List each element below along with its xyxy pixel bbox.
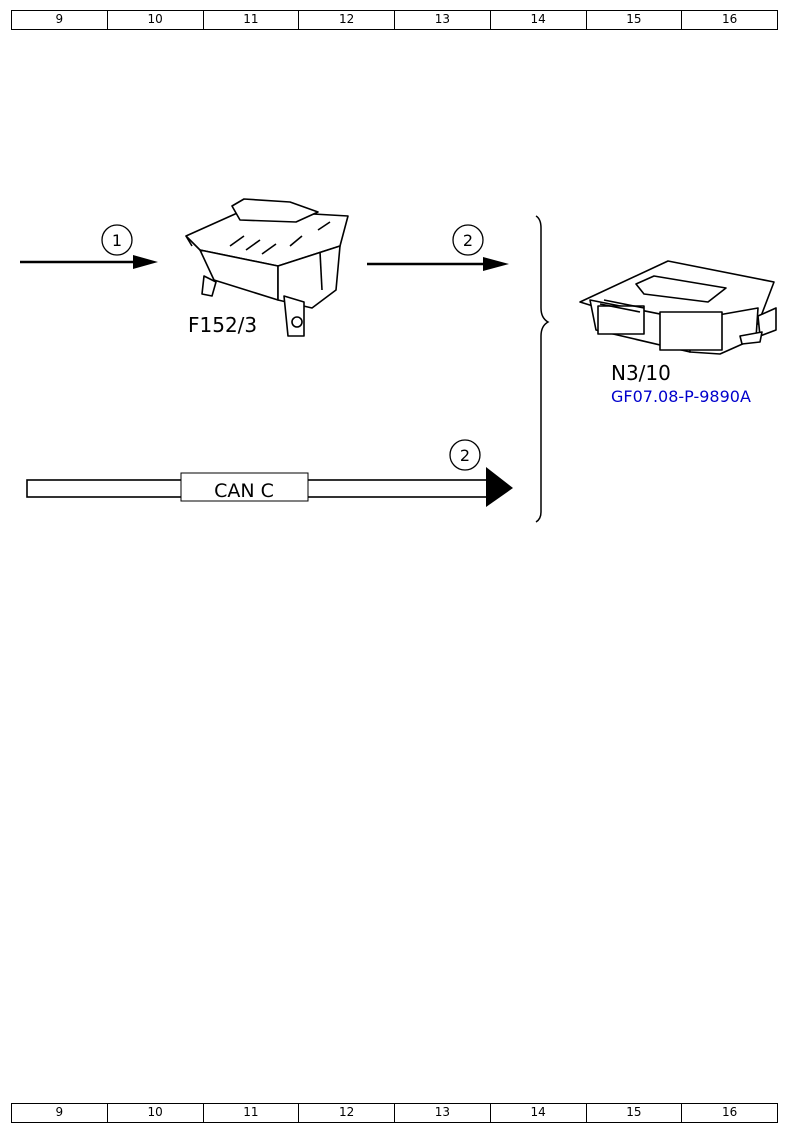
step-marker-2-top-label: 2 [463, 231, 473, 250]
grid-cell: 12 [298, 11, 394, 29]
f152-3-component-icon [185, 198, 349, 337]
component-n310-label: N3/10 [611, 361, 671, 385]
n3-10-control-unit-icon [579, 260, 777, 355]
grid-cell: 16 [681, 1104, 778, 1122]
input-arrow-1 [20, 255, 158, 269]
step-marker-2-bottom-label: 2 [460, 446, 470, 465]
grid-cell: 12 [298, 1104, 394, 1122]
component-f152-label: F152/3 [188, 313, 257, 337]
output-arrow-top [367, 257, 509, 271]
column-grid-top: 9 10 11 12 13 14 15 16 [11, 10, 778, 30]
grid-cell: 16 [681, 11, 778, 29]
grid-cell: 9 [11, 11, 107, 29]
step-marker-2-top: 2 [452, 224, 484, 256]
step-marker-1-label: 1 [112, 231, 122, 250]
grid-cell: 14 [489, 1104, 586, 1122]
grid-cell: 11 [202, 1104, 299, 1122]
column-grid-bottom: 9 10 11 12 13 14 15 16 [11, 1103, 778, 1123]
grid-cell: 10 [106, 11, 203, 29]
grouping-brace [535, 215, 550, 523]
grid-cell: 13 [394, 1104, 490, 1122]
grid-cell: 14 [489, 11, 586, 29]
grid-cell: 15 [585, 11, 682, 29]
can-c-label: CAN C [214, 480, 274, 502]
grid-cell: 9 [11, 1104, 107, 1122]
can-c-bus-line [26, 467, 513, 507]
grid-cell: 11 [202, 11, 299, 29]
n310-reference-link[interactable]: GF07.08-P-9890A [611, 387, 751, 406]
step-marker-1: 1 [101, 224, 133, 256]
grid-cell: 10 [106, 1104, 203, 1122]
step-marker-2-bottom: 2 [449, 439, 481, 471]
grid-cell: 15 [585, 1104, 682, 1122]
grid-cell: 13 [394, 11, 490, 29]
